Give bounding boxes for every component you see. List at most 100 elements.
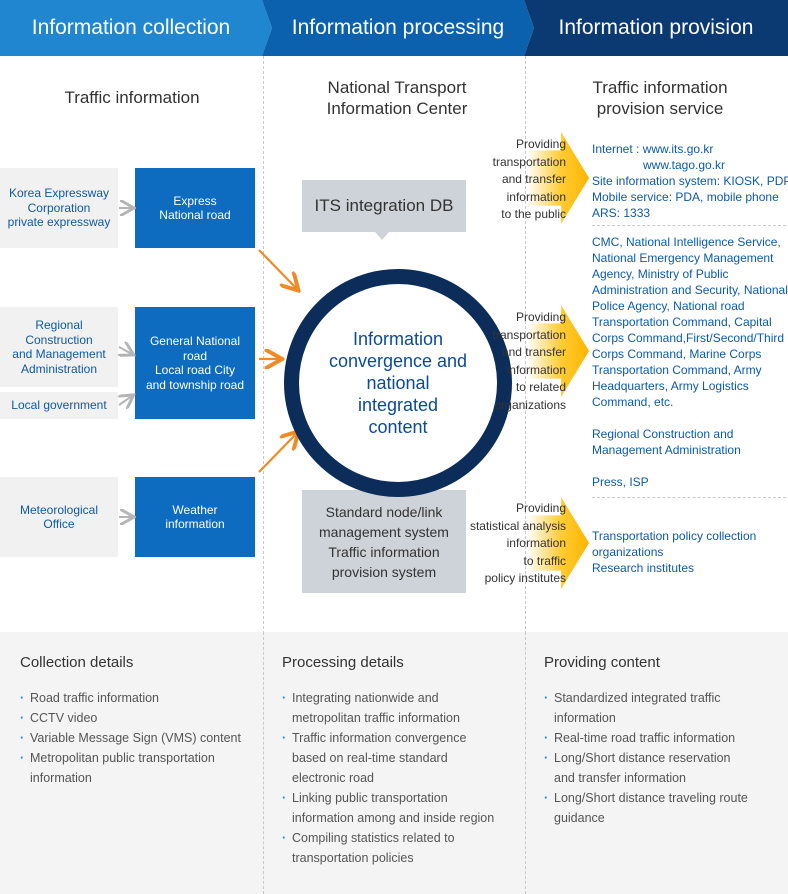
list-item: Standardized integrated trafficinformati… bbox=[544, 688, 748, 728]
arrow-label-stats: Providing statistical analysis informati… bbox=[470, 500, 566, 588]
road-text: General National bbox=[149, 334, 241, 348]
provision-line: Corps Command, Marine Corps bbox=[592, 347, 762, 361]
orange-arrow-weather bbox=[258, 433, 297, 473]
arrow-label-line: and transfer bbox=[501, 172, 566, 186]
road-weather-information: Weather information bbox=[135, 477, 255, 557]
ntic-line: National Transport bbox=[327, 78, 467, 97]
header-information-provision: Information provision bbox=[524, 0, 788, 56]
source-text: Corporation bbox=[27, 200, 91, 215]
section-title-provision-service: Traffic information provision service bbox=[545, 77, 775, 119]
road-text: Express bbox=[173, 193, 217, 208]
provision-line: Agency, Ministry of Public bbox=[592, 267, 729, 281]
arrow-label-line: and transfer bbox=[501, 345, 566, 359]
provision-stats-list: Transportation policy collection organiz… bbox=[592, 528, 756, 576]
provision-line: Management Administration bbox=[592, 443, 741, 457]
list-item: Linking public transportationinformation… bbox=[282, 788, 494, 828]
list-item-text: guidance bbox=[554, 811, 605, 825]
arrow-label-line: transportation bbox=[492, 154, 566, 169]
service-line: Traffic information bbox=[592, 78, 728, 97]
source-text: Regional bbox=[35, 318, 83, 332]
provision-line: Regional Construction and bbox=[592, 427, 734, 441]
provision-line: Transportation Command, Army bbox=[592, 363, 762, 377]
service-line: provision service bbox=[596, 99, 724, 118]
header-processing-label: Information processing bbox=[291, 16, 505, 39]
list-item-text: Compiling statistics related to bbox=[292, 831, 455, 845]
source-text: Administration bbox=[20, 361, 98, 376]
arrow-label-line: transportation bbox=[492, 327, 566, 342]
list-item-text: based on real-time standard bbox=[292, 751, 448, 765]
arrow-label-line: information bbox=[506, 189, 566, 204]
section-title-text: Traffic information bbox=[64, 88, 200, 107]
road-text: Local road City bbox=[154, 363, 236, 377]
column-divider-1 bbox=[263, 56, 264, 894]
provision-line: Mobile service: PDA, mobile phone bbox=[592, 190, 779, 204]
source-regional-construction: Regional Construction and Management Adm… bbox=[0, 307, 118, 387]
column-divider-2 bbox=[525, 56, 526, 894]
arrow-label-line: organizations bbox=[494, 397, 566, 412]
provision-line: Internet : www.its.go.kr bbox=[592, 142, 714, 156]
source-text: and Management bbox=[12, 347, 106, 361]
collection-details-title: Collection details bbox=[20, 654, 134, 671]
provision-line: Corps Command,First/Second/Third bbox=[592, 331, 785, 345]
provision-line: Administration and Security, National bbox=[592, 283, 788, 297]
list-item-text: Long/Short distance traveling route bbox=[554, 791, 748, 805]
list-item-text: Linking public transportation bbox=[292, 791, 448, 805]
list-item: Variable Message Sign (VMS) content bbox=[20, 728, 241, 748]
header-provision-label: Information provision bbox=[558, 16, 754, 39]
list-item-text: Real-time road traffic information bbox=[554, 731, 736, 745]
road-text: road bbox=[182, 348, 207, 363]
section-title-ntic: National Transport Information Center bbox=[282, 77, 512, 119]
list-item-text: information bbox=[30, 771, 92, 785]
providing-content-list: Standardized integrated trafficinformati… bbox=[544, 688, 748, 828]
details-divider-1 bbox=[263, 632, 264, 894]
provision-public-list: Internet : www.its.go.kr www.tago.go.kr … bbox=[592, 141, 788, 221]
source-local-government: Local government bbox=[0, 392, 118, 419]
road-express-national: Express National road bbox=[135, 168, 255, 248]
provision-orgs-list: CMC, National Intelligence Service, Nati… bbox=[592, 234, 788, 410]
source-text: Construction bbox=[25, 332, 93, 347]
list-item-text: Road traffic information bbox=[30, 691, 159, 705]
list-item-text: Variable Message Sign (VMS) content bbox=[30, 731, 241, 745]
road-general-local: General National road Local road City an… bbox=[135, 307, 255, 419]
source-text: Local government bbox=[11, 398, 107, 413]
arrow-label-line: information bbox=[506, 362, 566, 377]
road-text: National road bbox=[159, 208, 231, 222]
provision-line: Command, etc. bbox=[592, 395, 674, 409]
provision-line: Police Agency, National road bbox=[592, 299, 745, 313]
list-item: CCTV video bbox=[20, 708, 241, 728]
circle-text: integrated bbox=[357, 395, 439, 415]
processing-details-title: Processing details bbox=[282, 654, 404, 671]
arrow-label-line: statistical analysis bbox=[469, 518, 566, 533]
list-item: Metropolitan public transportation inform… bbox=[20, 748, 241, 788]
provision-line: National Emergency Management bbox=[592, 251, 774, 265]
provision-line: www.tago.go.kr bbox=[643, 158, 726, 172]
circle-text: Information bbox=[352, 329, 444, 349]
arrow-label-line: to related bbox=[515, 380, 566, 394]
details-divider-2 bbox=[525, 632, 526, 894]
arrow-label-public: Providing transportation and transfer in… bbox=[493, 136, 566, 224]
standard-text: provision system bbox=[331, 563, 437, 580]
list-item: Compiling statistics related totransport… bbox=[282, 828, 494, 868]
provision-divider-2 bbox=[592, 497, 786, 498]
providing-content-title: Providing content bbox=[544, 654, 660, 671]
list-item-text: Metropolitan public transportation bbox=[30, 751, 215, 765]
arrow-label-line: Providing bbox=[515, 137, 566, 151]
circle-text: convergence and bbox=[328, 351, 468, 371]
provision-line: Transportation Command, Capital bbox=[592, 315, 772, 329]
source-meteorological-office: Meteorological Office bbox=[0, 477, 118, 557]
list-item: Real-time road traffic information bbox=[544, 728, 748, 748]
arrow-label-line: to the public bbox=[501, 207, 566, 221]
provision-line: Research institutes bbox=[592, 561, 695, 575]
arrow-label-orgs: Providing transportation and transfer in… bbox=[493, 309, 566, 414]
provision-line: Headquarters, Army Logistics bbox=[592, 379, 749, 393]
source-korea-expressway: Korea Expressway Corporation private exp… bbox=[0, 168, 118, 248]
source-text: Office bbox=[43, 517, 75, 531]
provision-line: Site information system: KIOSK, PDP bbox=[592, 174, 788, 188]
list-item-text: information bbox=[554, 711, 616, 725]
source-text: Korea Expressway bbox=[8, 186, 110, 201]
provision-line: ARS: 1333 bbox=[592, 206, 651, 220]
collection-details-list: Road traffic information CCTV video Vari… bbox=[20, 688, 241, 788]
